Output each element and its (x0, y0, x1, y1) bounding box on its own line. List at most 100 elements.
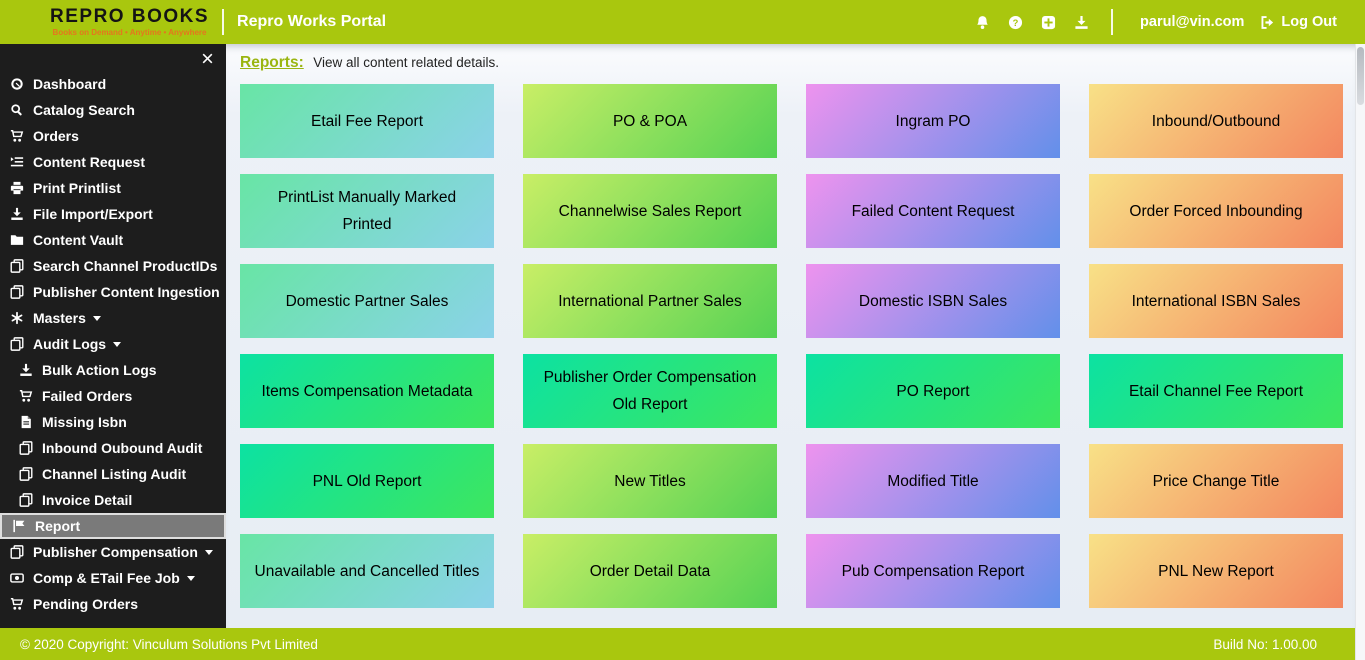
report-card-printlist-manually-marked-printed[interactable]: PrintList Manually Marked Printed (240, 174, 494, 248)
portal-title: Repro Works Portal (237, 13, 387, 30)
search-icon (10, 103, 24, 117)
caret-down-icon (92, 315, 101, 321)
sidebar-item-audit-logs[interactable]: Audit Logs (0, 331, 226, 357)
add-icon[interactable] (1041, 15, 1056, 30)
page-subtitle: View all content related details. (313, 55, 500, 70)
sidebar-item-publisher-compensation[interactable]: Publisher Compensation (0, 539, 226, 565)
report-card-po-poa[interactable]: PO & POA (523, 84, 777, 158)
dashboard-icon (10, 77, 24, 91)
copyright-text: © 2020 Copyright: Vinculum Solutions Pvt… (20, 636, 318, 652)
page-title: Reports: (240, 54, 304, 71)
sidebar-item-label: Masters (33, 310, 86, 326)
reports-grid: Etail Fee Report PO & POA Ingram PO Inbound… (240, 84, 1355, 608)
sidebar-item-file-import-export[interactable]: File Import/Export (0, 201, 226, 227)
sidebar-item-comp-etail-fee-job[interactable]: Comp & ETail Fee Job (0, 565, 226, 591)
sidebar-item-pending-orders[interactable]: Pending Orders (0, 591, 226, 617)
caret-down-icon (204, 549, 213, 555)
report-card-price-change-title[interactable]: Price Change Title (1089, 444, 1343, 518)
sidebar-item-label: Invoice Detail (42, 492, 133, 508)
report-card-modified-title[interactable]: Modified Title (806, 444, 1060, 518)
logout-button[interactable]: Log Out (1260, 14, 1337, 30)
user-email: parul@vin.com (1140, 14, 1245, 30)
report-card-ingram-po[interactable]: Ingram PO (806, 84, 1060, 158)
sidebar-item-invoice-detail[interactable]: Invoice Detail (0, 487, 226, 513)
report-card-label: International Partner Sales (558, 292, 742, 310)
sidebar-item-label: Orders (33, 128, 79, 144)
sidebar-item-masters[interactable]: Masters (0, 305, 226, 331)
sidebar-item-label: Bulk Action Logs (42, 362, 157, 378)
report-card-items-compensation-metadata[interactable]: Items Compensation Metadata (240, 354, 494, 428)
report-card-unavailable-and-cancelled-titles[interactable]: Unavailable and Cancelled Titles (240, 534, 494, 608)
sidebar-item-publisher-content-ingestion[interactable]: Publisher Content Ingestion (0, 279, 226, 305)
sidebar-item-label: Content Vault (33, 232, 124, 248)
sidebar-item-bulk-action-logs[interactable]: Bulk Action Logs (0, 357, 226, 383)
report-card-label: Unavailable and Cancelled Titles (254, 562, 480, 580)
copy-icon (10, 545, 24, 559)
report-card-channelwise-sales-report[interactable]: Channelwise Sales Report (523, 174, 777, 248)
footer: © 2020 Copyright: Vinculum Solutions Pvt… (0, 628, 1365, 660)
folder-icon (10, 233, 24, 247)
logo[interactable]: REPRO BOOKS Books on Demand • Anytime • … (50, 7, 209, 37)
sidebar-item-search-channel-productids[interactable]: Search Channel ProductIDs (0, 253, 226, 279)
report-card-domestic-isbn-sales[interactable]: Domestic ISBN Sales (806, 264, 1060, 338)
report-card-po-report[interactable]: PO Report (806, 354, 1060, 428)
report-card-domestic-partner-sales[interactable]: Domestic Partner Sales (240, 264, 494, 338)
report-card-etail-fee-report[interactable]: Etail Fee Report (240, 84, 494, 158)
sidebar-item-print-printlist[interactable]: Print Printlist (0, 175, 226, 201)
vertical-scrollbar[interactable] (1355, 44, 1365, 660)
sidebar-item-catalog-search[interactable]: Catalog Search (0, 97, 226, 123)
report-card-label: Items Compensation Metadata (261, 382, 473, 400)
bell-icon[interactable] (975, 15, 990, 30)
sidebar-item-inbound-oubound-audit[interactable]: Inbound Oubound Audit (0, 435, 226, 461)
report-card-pnl-new-report[interactable]: PNL New Report (1089, 534, 1343, 608)
sidebar-item-label: Search Channel ProductIDs (33, 258, 218, 274)
sidebar-item-dashboard[interactable]: Dashboard (0, 71, 226, 97)
sidebar-item-label: Pending Orders (33, 596, 139, 612)
list-icon (10, 155, 24, 169)
report-card-label: Order Detail Data (589, 562, 711, 580)
sidebar-item-label: File Import/Export (33, 206, 153, 222)
report-card-label: Etail Channel Fee Report (1128, 382, 1304, 400)
report-card-pub-compensation-report[interactable]: Pub Compensation Report (806, 534, 1060, 608)
report-card-international-isbn-sales[interactable]: International ISBN Sales (1089, 264, 1343, 338)
report-card-order-detail-data[interactable]: Order Detail Data (523, 534, 777, 608)
sidebar-item-orders[interactable]: Orders (0, 123, 226, 149)
download-glyph (1074, 15, 1089, 30)
sidebar-item-missing-isbn[interactable]: Missing Isbn (0, 409, 226, 435)
report-card-label: Ingram PO (895, 112, 971, 130)
report-card-etail-channel-fee-report[interactable]: Etail Channel Fee Report (1089, 354, 1343, 428)
report-card-failed-content-request[interactable]: Failed Content Request (806, 174, 1060, 248)
scrollbar-thumb[interactable] (1357, 47, 1364, 105)
sidebar-item-label: Failed Orders (42, 388, 133, 404)
sidebar-item-failed-orders[interactable]: Failed Orders (0, 383, 226, 409)
report-card-new-titles[interactable]: New Titles (523, 444, 777, 518)
logo-tagline: Books on Demand • Anytime • Anywhere (52, 28, 207, 37)
report-card-order-forced-inbounding[interactable]: Order Forced Inbounding (1089, 174, 1343, 248)
report-card-inbound-outbound[interactable]: Inbound/Outbound (1089, 84, 1343, 158)
report-card-label: PO Report (896, 382, 970, 400)
report-card-label: International ISBN Sales (1131, 292, 1301, 310)
report-card-label: Price Change Title (1152, 472, 1280, 490)
help-icon[interactable] (1008, 15, 1023, 30)
report-card-label: PNL New Report (1158, 562, 1274, 580)
report-card-publisher-order-compensation-old-report[interactable]: Publisher Order Compensation Old Report (523, 354, 777, 428)
sidebar-item-content-request[interactable]: Content Request (0, 149, 226, 175)
report-card-pnl-old-report[interactable]: PNL Old Report (240, 444, 494, 518)
sidebar-item-content-vault[interactable]: Content Vault (0, 227, 226, 253)
report-card-label: PrintList Manually Marked Printed (277, 189, 457, 233)
download-icon[interactable] (1074, 15, 1089, 30)
sidebar-item-label: Report (35, 518, 81, 534)
download-icon (19, 363, 33, 377)
money-icon (10, 571, 24, 585)
report-card-international-partner-sales[interactable]: International Partner Sales (523, 264, 777, 338)
build-number: Build No: 1.00.00 (1213, 636, 1317, 652)
sidebar-item-report[interactable]: Report (0, 513, 226, 539)
sidebar-item-label: Audit Logs (33, 336, 107, 352)
close-icon[interactable] (201, 52, 214, 65)
header-divider (222, 9, 225, 35)
sidebar-item-channel-listing-audit[interactable]: Channel Listing Audit (0, 461, 226, 487)
printer-icon (10, 181, 24, 195)
sidebar-item-label: Dashboard (33, 76, 107, 92)
sidebar-item-label: Missing Isbn (42, 414, 127, 430)
